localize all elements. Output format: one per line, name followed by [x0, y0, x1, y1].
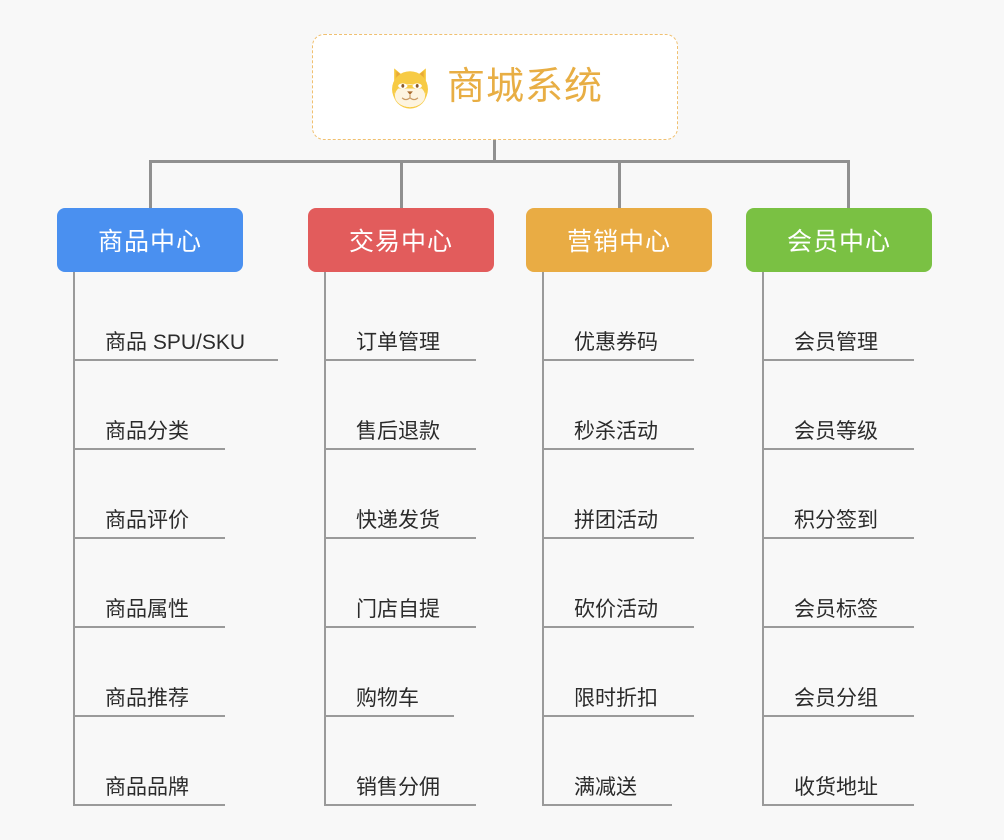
column-stem — [542, 272, 544, 806]
leaf-item-label: 会员管理 — [794, 331, 878, 354]
leaf-item[interactable]: 会员管理 — [762, 272, 924, 361]
column-stem — [73, 272, 75, 806]
category-box-member-center[interactable]: 会员中心 — [746, 208, 932, 272]
connector-drop-2 — [400, 160, 403, 208]
leaf-item-underline — [73, 715, 225, 717]
leaf-item-label: 快递发货 — [356, 509, 440, 532]
connector-drop-1 — [149, 160, 152, 208]
leaf-item[interactable]: 售后退款 — [324, 361, 486, 450]
leaf-item[interactable]: 销售分佣 — [324, 717, 486, 806]
leaf-item-underline — [542, 537, 694, 539]
connector-root-stem — [493, 140, 496, 163]
leaf-item[interactable]: 商品分类 — [73, 361, 235, 450]
leaf-item-underline — [324, 448, 476, 450]
leaf-item-underline — [324, 537, 476, 539]
leaf-item-underline — [73, 448, 225, 450]
leaf-item-underline — [542, 626, 694, 628]
leaf-item-label: 购物车 — [356, 687, 419, 710]
column-stem — [762, 272, 764, 806]
leaf-item-underline — [762, 804, 914, 806]
leaf-item[interactable]: 优惠券码 — [542, 272, 704, 361]
leaf-item[interactable]: 满减送 — [542, 717, 682, 806]
leaf-item-label: 限时折扣 — [574, 687, 658, 710]
leaf-item-underline — [73, 626, 225, 628]
leaf-item-underline — [542, 448, 694, 450]
leaf-item[interactable]: 商品品牌 — [73, 717, 235, 806]
category-label: 商品中心 — [97, 228, 202, 256]
leaf-item-label: 会员标签 — [794, 598, 878, 621]
leaf-item[interactable]: 限时折扣 — [542, 628, 704, 717]
leaf-item-underline — [542, 715, 694, 717]
leaf-item[interactable]: 快递发货 — [324, 450, 486, 539]
leaf-item[interactable]: 商品评价 — [73, 450, 235, 539]
leaf-item-underline — [542, 804, 672, 806]
leaf-item-underline — [324, 804, 476, 806]
category-label: 营销中心 — [566, 228, 671, 256]
leaf-item-label: 商品品牌 — [105, 776, 189, 799]
leaf-item[interactable]: 购物车 — [324, 628, 464, 717]
leaf-item[interactable]: 砍价活动 — [542, 539, 704, 628]
leaf-item[interactable]: 会员分组 — [762, 628, 924, 717]
leaf-item[interactable]: 积分签到 — [762, 450, 924, 539]
leaf-item-label: 会员分组 — [794, 687, 878, 710]
connector-horizontal-bus — [149, 160, 850, 163]
leaf-item[interactable]: 商品属性 — [73, 539, 235, 628]
leaf-item-underline — [762, 715, 914, 717]
root-title: 商城系统 — [446, 66, 603, 108]
category-box-trade-center[interactable]: 交易中心 — [308, 208, 494, 272]
category-label: 会员中心 — [786, 228, 891, 256]
leaf-item-label: 收货地址 — [794, 776, 878, 799]
leaf-item-underline — [324, 359, 476, 361]
category-box-marketing-center[interactable]: 营销中心 — [526, 208, 712, 272]
leaf-item-label: 商品属性 — [105, 598, 189, 621]
leaf-item-label: 满减送 — [574, 776, 637, 799]
leaf-item-label: 积分签到 — [794, 509, 878, 532]
leaf-item[interactable]: 收货地址 — [762, 717, 924, 806]
leaf-item-underline — [762, 448, 914, 450]
leaf-item-underline — [762, 537, 914, 539]
leaf-item-label: 秒杀活动 — [574, 420, 658, 443]
root-node-shop-system[interactable]: 商城系统 — [312, 34, 678, 140]
leaf-item[interactable]: 秒杀活动 — [542, 361, 704, 450]
leaf-item-label: 优惠券码 — [574, 331, 658, 354]
leaf-item-underline — [324, 715, 454, 717]
leaf-item-underline — [762, 359, 914, 361]
leaf-item[interactable]: 订单管理 — [324, 272, 486, 361]
leaf-item-label: 订单管理 — [356, 331, 440, 354]
leaf-item[interactable]: 拼团活动 — [542, 450, 704, 539]
leaf-item-label: 商品推荐 — [105, 687, 189, 710]
leaf-item-label: 拼团活动 — [574, 509, 658, 532]
category-box-product-center[interactable]: 商品中心 — [57, 208, 243, 272]
connector-drop-3 — [618, 160, 621, 208]
leaf-item-underline — [324, 626, 476, 628]
leaf-item[interactable]: 商品 SPU/SKU — [73, 272, 288, 361]
leaf-item-label: 商品分类 — [105, 420, 189, 443]
leaf-item-underline — [542, 359, 694, 361]
leaf-item[interactable]: 商品推荐 — [73, 628, 235, 717]
leaf-item-label: 商品评价 — [105, 509, 189, 532]
leaf-item-underline — [73, 537, 225, 539]
leaf-item-label: 销售分佣 — [356, 776, 440, 799]
leaf-item[interactable]: 门店自提 — [324, 539, 486, 628]
leaf-item[interactable]: 会员标签 — [762, 539, 924, 628]
leaf-item-label: 会员等级 — [794, 420, 878, 443]
connector-drop-4 — [847, 160, 850, 208]
column-stem — [324, 272, 326, 806]
leaf-item-label: 售后退款 — [356, 420, 440, 443]
leaf-item-underline — [73, 804, 225, 806]
leaf-item-underline — [762, 626, 914, 628]
leaf-item-label: 砍价活动 — [574, 598, 658, 621]
leaf-item[interactable]: 会员等级 — [762, 361, 924, 450]
leaf-item-label: 商品 SPU/SKU — [105, 331, 246, 354]
leaf-item-underline — [73, 359, 278, 361]
leaf-item-label: 门店自提 — [356, 598, 440, 621]
category-label: 交易中心 — [348, 228, 453, 256]
shiba-dog-icon — [392, 68, 428, 109]
